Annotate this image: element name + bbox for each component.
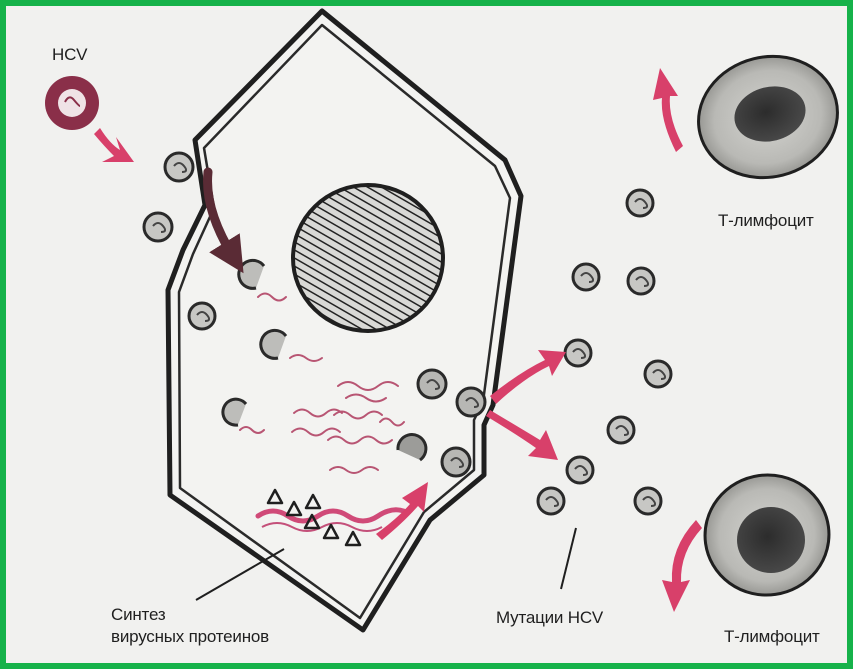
hcv-label: HCV <box>52 44 87 65</box>
virion <box>627 190 653 216</box>
virion <box>165 153 193 181</box>
synthesis-label-line2: вирусных протеинов <box>111 626 269 647</box>
mutations-leader <box>561 528 576 589</box>
t-lymphocyte-label-top: Т-лимфоцит <box>718 210 814 231</box>
synthesis-leader <box>196 549 284 600</box>
virion <box>538 488 564 514</box>
virion <box>189 303 215 329</box>
cell-nucleus <box>293 185 443 331</box>
t-cell-arrow-top <box>653 68 683 152</box>
virion <box>573 264 599 290</box>
virion <box>635 488 661 514</box>
hcv-particle <box>45 76 99 130</box>
virion <box>565 340 591 366</box>
t-lymphocyte-top <box>686 42 851 192</box>
virion <box>567 457 593 483</box>
release-arrow-lower <box>486 410 558 460</box>
virion <box>645 361 671 387</box>
synthesis-label-line1: Синтез <box>111 604 165 625</box>
t-lymphocyte-label-bottom: Т-лимфоцит <box>724 626 820 647</box>
virion <box>442 448 470 476</box>
virion <box>457 388 485 416</box>
mutations-label: Мутации HCV <box>496 607 603 628</box>
virion <box>628 268 654 294</box>
virion <box>418 370 446 398</box>
t-cell-arrow-bottom <box>662 520 702 612</box>
virion <box>144 213 172 241</box>
virion <box>608 417 634 443</box>
host-cell <box>168 11 521 630</box>
t-lymphocyte-bottom <box>697 467 836 603</box>
entry-arrow <box>94 128 134 162</box>
